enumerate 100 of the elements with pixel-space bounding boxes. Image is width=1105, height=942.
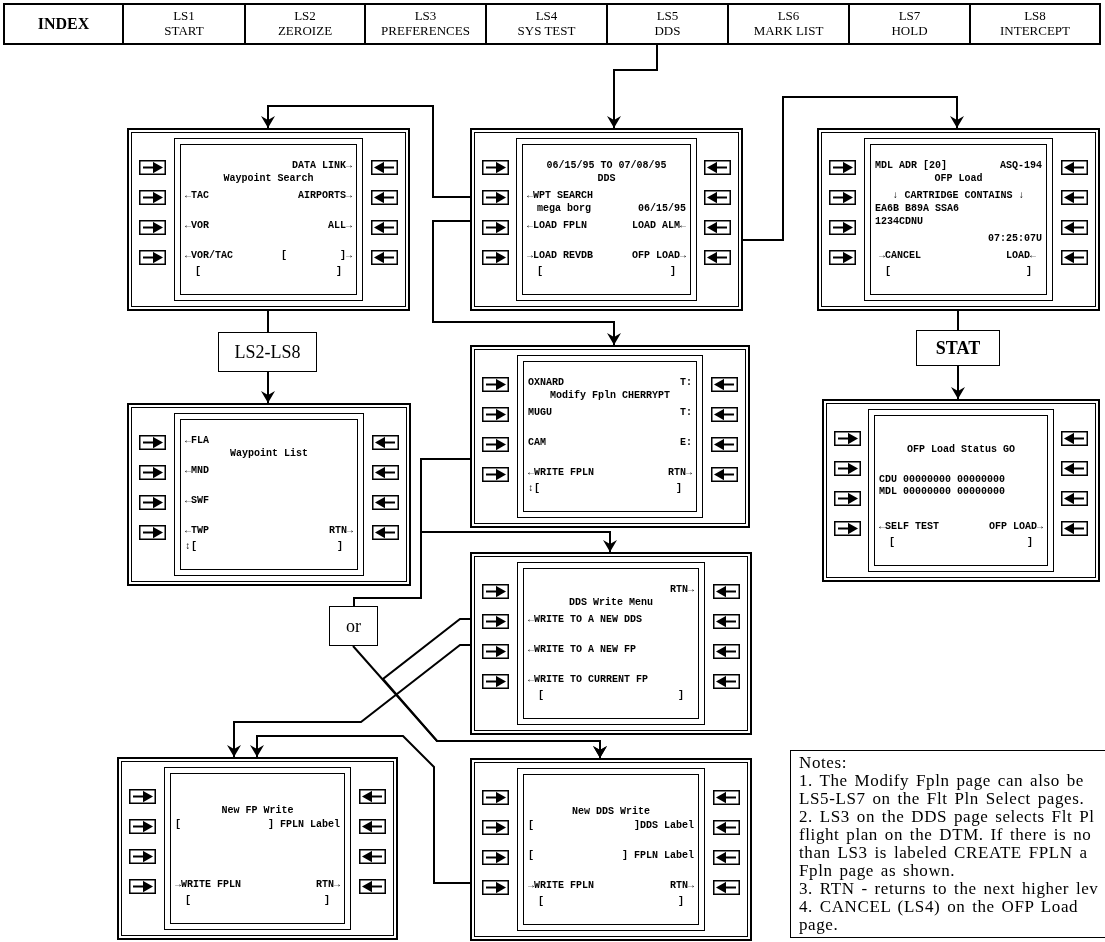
screen-text: ←FLA: [185, 435, 209, 447]
screen-text: RTN→: [670, 584, 694, 596]
connector-arrow: [742, 96, 964, 241]
menu-label: START: [164, 24, 204, 39]
connector-arrow: [227, 644, 471, 758]
label-box: [329, 606, 378, 646]
screen-text: ]: [324, 895, 330, 907]
screen-text: ]: [678, 896, 684, 908]
screen-text: [: [281, 250, 287, 262]
screen-text: ]: [1027, 537, 1033, 549]
screen-text: OFP LOAD→: [632, 250, 686, 262]
screen-text: →WRITE FPLN: [528, 880, 594, 892]
screen-text: ASQ-194: [1000, 160, 1042, 172]
notes-heading: Notes:: [799, 754, 848, 772]
note-text: 4. CANCEL (LS4) on the OFP Load page.: [799, 898, 1080, 934]
connector-line: [353, 458, 471, 607]
menu-label: LS5: [656, 9, 679, 24]
box-label: or: [346, 615, 361, 637]
menu-label: INTERCEPT: [999, 24, 1071, 39]
menu-cell: [607, 4, 728, 44]
screen-text: New FP Write: [221, 805, 294, 817]
screen-text: ←TAC: [185, 190, 209, 202]
connector-line: [267, 310, 269, 333]
screen-text: ←SWF: [185, 495, 209, 507]
menu-label: SYS TEST: [517, 24, 576, 39]
screen-text: ]: [336, 266, 342, 278]
screen-text: ←MND: [185, 465, 209, 477]
label-box: [218, 332, 317, 372]
screen-text: ] FPLN Label: [268, 819, 340, 831]
screen-text: 07:25:07U: [988, 233, 1042, 245]
menu-label: HOLD: [891, 24, 928, 39]
menu-label: LS2: [294, 9, 316, 24]
screen-text: ]→: [340, 250, 352, 262]
screen-text: ←LOAD FPLN: [527, 220, 587, 232]
screen-text: [: [185, 895, 191, 907]
screen-text: [: [889, 537, 895, 549]
screen-text: ↕[: [185, 541, 197, 553]
screen-text: ALL→: [328, 220, 352, 232]
screen-text: →LOAD REVDB: [527, 250, 593, 262]
screen-text: OXNARD: [528, 377, 564, 389]
screen-text: [: [537, 266, 543, 278]
screen-text: [: [528, 820, 534, 832]
screen-text: [: [538, 690, 544, 702]
screen-text: E:: [680, 437, 692, 449]
screen-text: MDL ADR [20]: [875, 160, 947, 172]
display-unit: [470, 345, 750, 528]
menu-label: MARK LIST: [753, 24, 824, 39]
screen-text: 06/15/95 TO 07/08/95: [546, 160, 667, 172]
menu-cell: [849, 4, 970, 44]
display-unit: [817, 128, 1100, 311]
screen-text: T:: [680, 377, 692, 389]
menu-label: LS3: [414, 9, 437, 24]
connector-arrow: [951, 365, 965, 400]
menu-cell: [486, 4, 607, 44]
menu-label: PREFERENCES: [381, 24, 470, 39]
screen-text: CDU 00000000 00000000: [879, 474, 1006, 486]
screen-text: Waypoint List: [230, 448, 308, 460]
display-unit: [822, 399, 1100, 582]
menu-label: LS4: [535, 9, 558, 24]
screen-text: LOAD←: [1006, 250, 1036, 262]
screen-text: mega borg: [537, 203, 591, 215]
screen-text: ←WRITE TO A NEW FP: [528, 644, 637, 656]
screen-text: [: [528, 850, 534, 862]
screen-text: LOAD ALM←: [632, 220, 686, 232]
note-text: 2. LS3 on the DDS page selects Flt Pl flight plan on the DTM. If there is no than LS3 is labeled CREATE FPLN a Fpln page as shown.: [799, 808, 1096, 880]
menu-label: ZEROIZE: [277, 24, 333, 39]
screen-text: New DDS Write: [572, 806, 650, 818]
note-text: 1. The Modify Fpln page can also be LS5-LS7 on the Flt Pln Select pages.: [799, 772, 1086, 808]
screen-text: →CANCEL: [879, 250, 921, 262]
menu-label: LS7: [898, 9, 921, 24]
screen-text: RTN→: [329, 525, 353, 537]
display-unit: [470, 128, 743, 311]
screen-text: 06/15/95: [638, 203, 686, 215]
screen-text: [: [538, 896, 544, 908]
screen-text: →WRITE FPLN: [175, 879, 241, 891]
menu-label: LS6: [777, 9, 800, 24]
label-box: [916, 330, 1000, 366]
screen-text: RTN→: [668, 467, 692, 479]
screen-text: Waypoint Search: [223, 173, 314, 185]
screen-text: EA6B B89A SSA6: [875, 203, 959, 215]
screen-text: ←TWP: [185, 525, 209, 537]
note-text: 3. RTN - returns to the next higher lev: [799, 880, 1099, 898]
menu-label: INDEX: [37, 14, 90, 34]
screen-text: Modify Fpln CHERRYPT: [550, 390, 670, 402]
screen-text: DDS: [597, 173, 616, 185]
screen-text: OFP Load Status GO: [907, 444, 1015, 456]
screen-text: ←WRITE TO A NEW DDS: [528, 614, 643, 626]
menu-cell: [245, 4, 365, 44]
screen-text: RTN→: [316, 879, 340, 891]
connector-arrow: [607, 43, 658, 129]
display-unit: [470, 552, 752, 735]
screen-text: OFP Load: [934, 173, 983, 185]
screen-text: ←WRITE TO CURRENT FP: [528, 674, 649, 686]
screen-text: ↕[: [528, 483, 540, 495]
screen-text: MUGU: [528, 407, 552, 419]
screen-text: AIRPORTS→: [298, 190, 352, 202]
menu-cell: [365, 4, 486, 44]
screen-text: ]: [337, 541, 343, 553]
screen-text: ]DDS Label: [634, 820, 694, 832]
display-unit: [117, 757, 398, 940]
